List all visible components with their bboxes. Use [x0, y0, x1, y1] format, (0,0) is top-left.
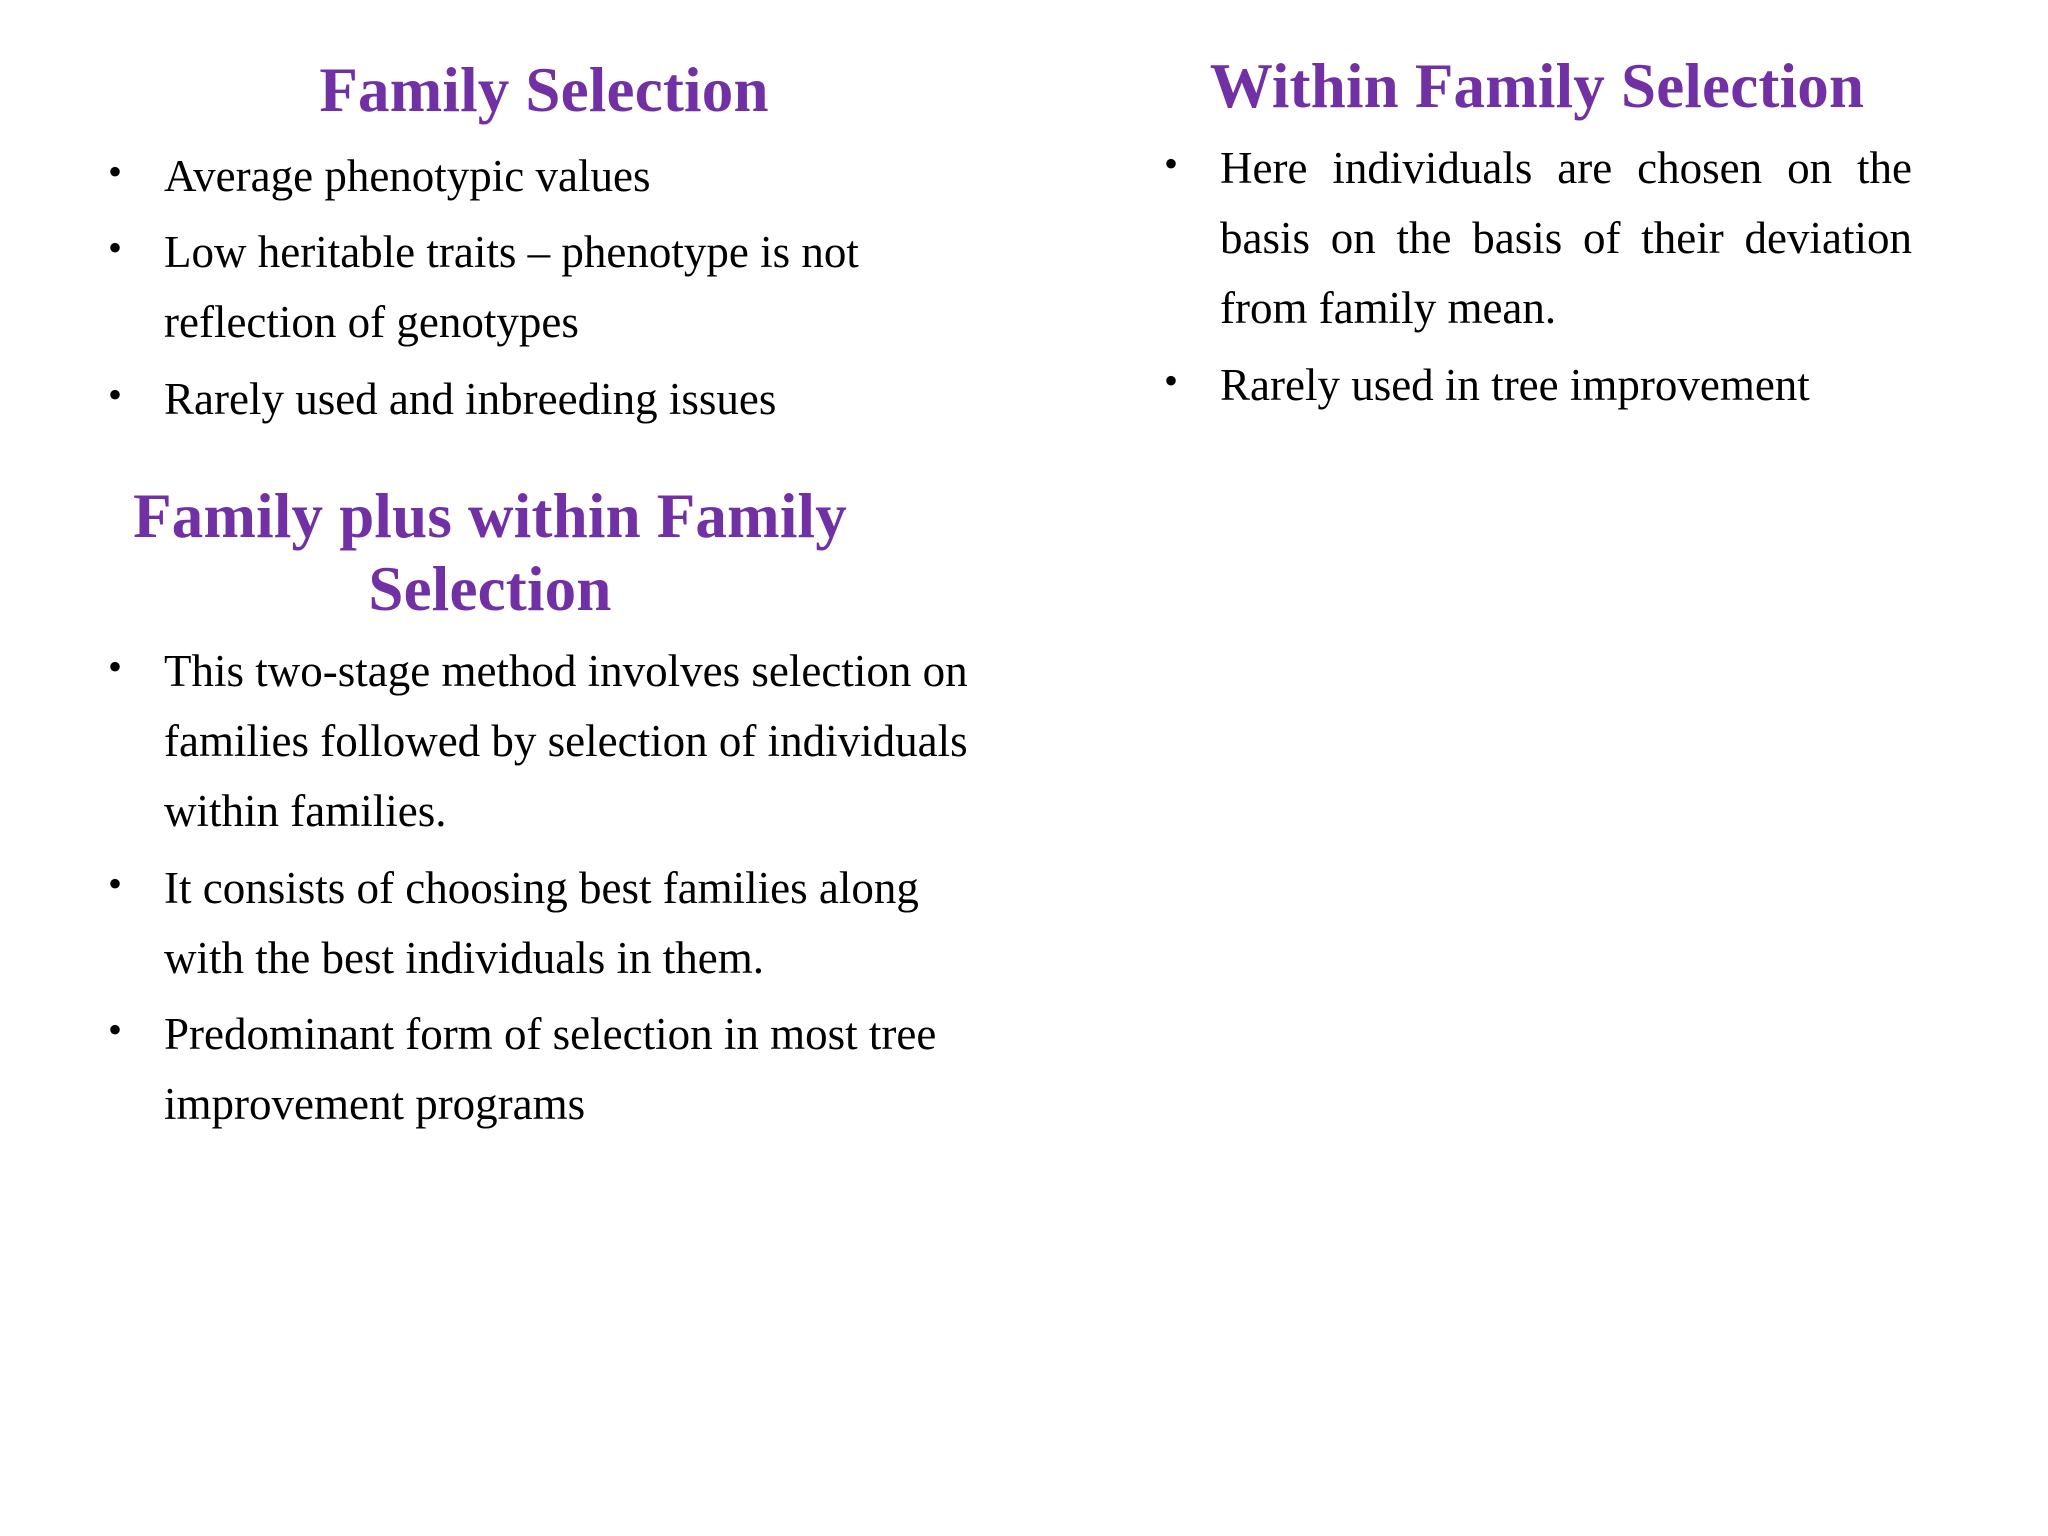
bullet-list-family-selection: • Average phenotypic values • Low herita…: [96, 141, 976, 434]
bullet-dot-icon: •: [108, 371, 123, 417]
heading-within-family-selection: Within Family Selection: [1209, 51, 1865, 121]
list-item-text: This two-stage method involves selection…: [164, 645, 968, 837]
list-item: • Predominant form of selection in most …: [96, 999, 976, 1139]
list-item-text: Rarely used and inbreeding issues: [164, 373, 777, 424]
heading-family-plus-within-family-selection: Family plus within Family Selection: [133, 480, 847, 624]
bullet-dot-icon: •: [108, 225, 123, 271]
left-column: Family Selection • Average phenotypic va…: [96, 54, 976, 1145]
bullet-dot-icon: •: [108, 643, 123, 689]
list-item: • This two-stage method involves selecti…: [96, 636, 976, 847]
list-item-text: It consists of choosing best families al…: [164, 862, 919, 983]
list-item: • Here individuals are chosen on the bas…: [1152, 133, 1912, 344]
list-item-text: Here individuals are chosen on the basis…: [1220, 143, 1912, 334]
heading-family-selection: Family Selection: [319, 55, 769, 125]
bullet-dot-icon: •: [1164, 141, 1179, 187]
bullet-list-family-plus-within: • This two-stage method involves selecti…: [96, 636, 976, 1139]
list-item-text: Rarely used in tree improvement: [1220, 359, 1810, 410]
list-item: • Average phenotypic values: [96, 141, 976, 211]
list-item-text: Predominant form of selection in most tr…: [164, 1008, 937, 1130]
list-item: • Low heritable traits – phenotype is no…: [96, 217, 976, 357]
right-column: Within Family Selection • Here individua…: [1152, 50, 1912, 426]
list-item: • Rarely used in tree improvement: [1152, 350, 1912, 420]
bullet-dot-icon: •: [108, 1006, 123, 1052]
list-item-text: Low heritable traits – phenotype is not …: [164, 227, 859, 348]
list-item-text: Average phenotypic values: [164, 151, 651, 202]
list-item: • It consists of choosing best families …: [96, 853, 976, 993]
list-item: • Rarely used and inbreeding issues: [96, 364, 976, 434]
bullet-dot-icon: •: [108, 860, 123, 906]
bullet-dot-icon: •: [108, 149, 123, 195]
bullet-dot-icon: •: [1164, 357, 1179, 403]
bullet-list-within-family: • Here individuals are chosen on the bas…: [1152, 133, 1912, 420]
